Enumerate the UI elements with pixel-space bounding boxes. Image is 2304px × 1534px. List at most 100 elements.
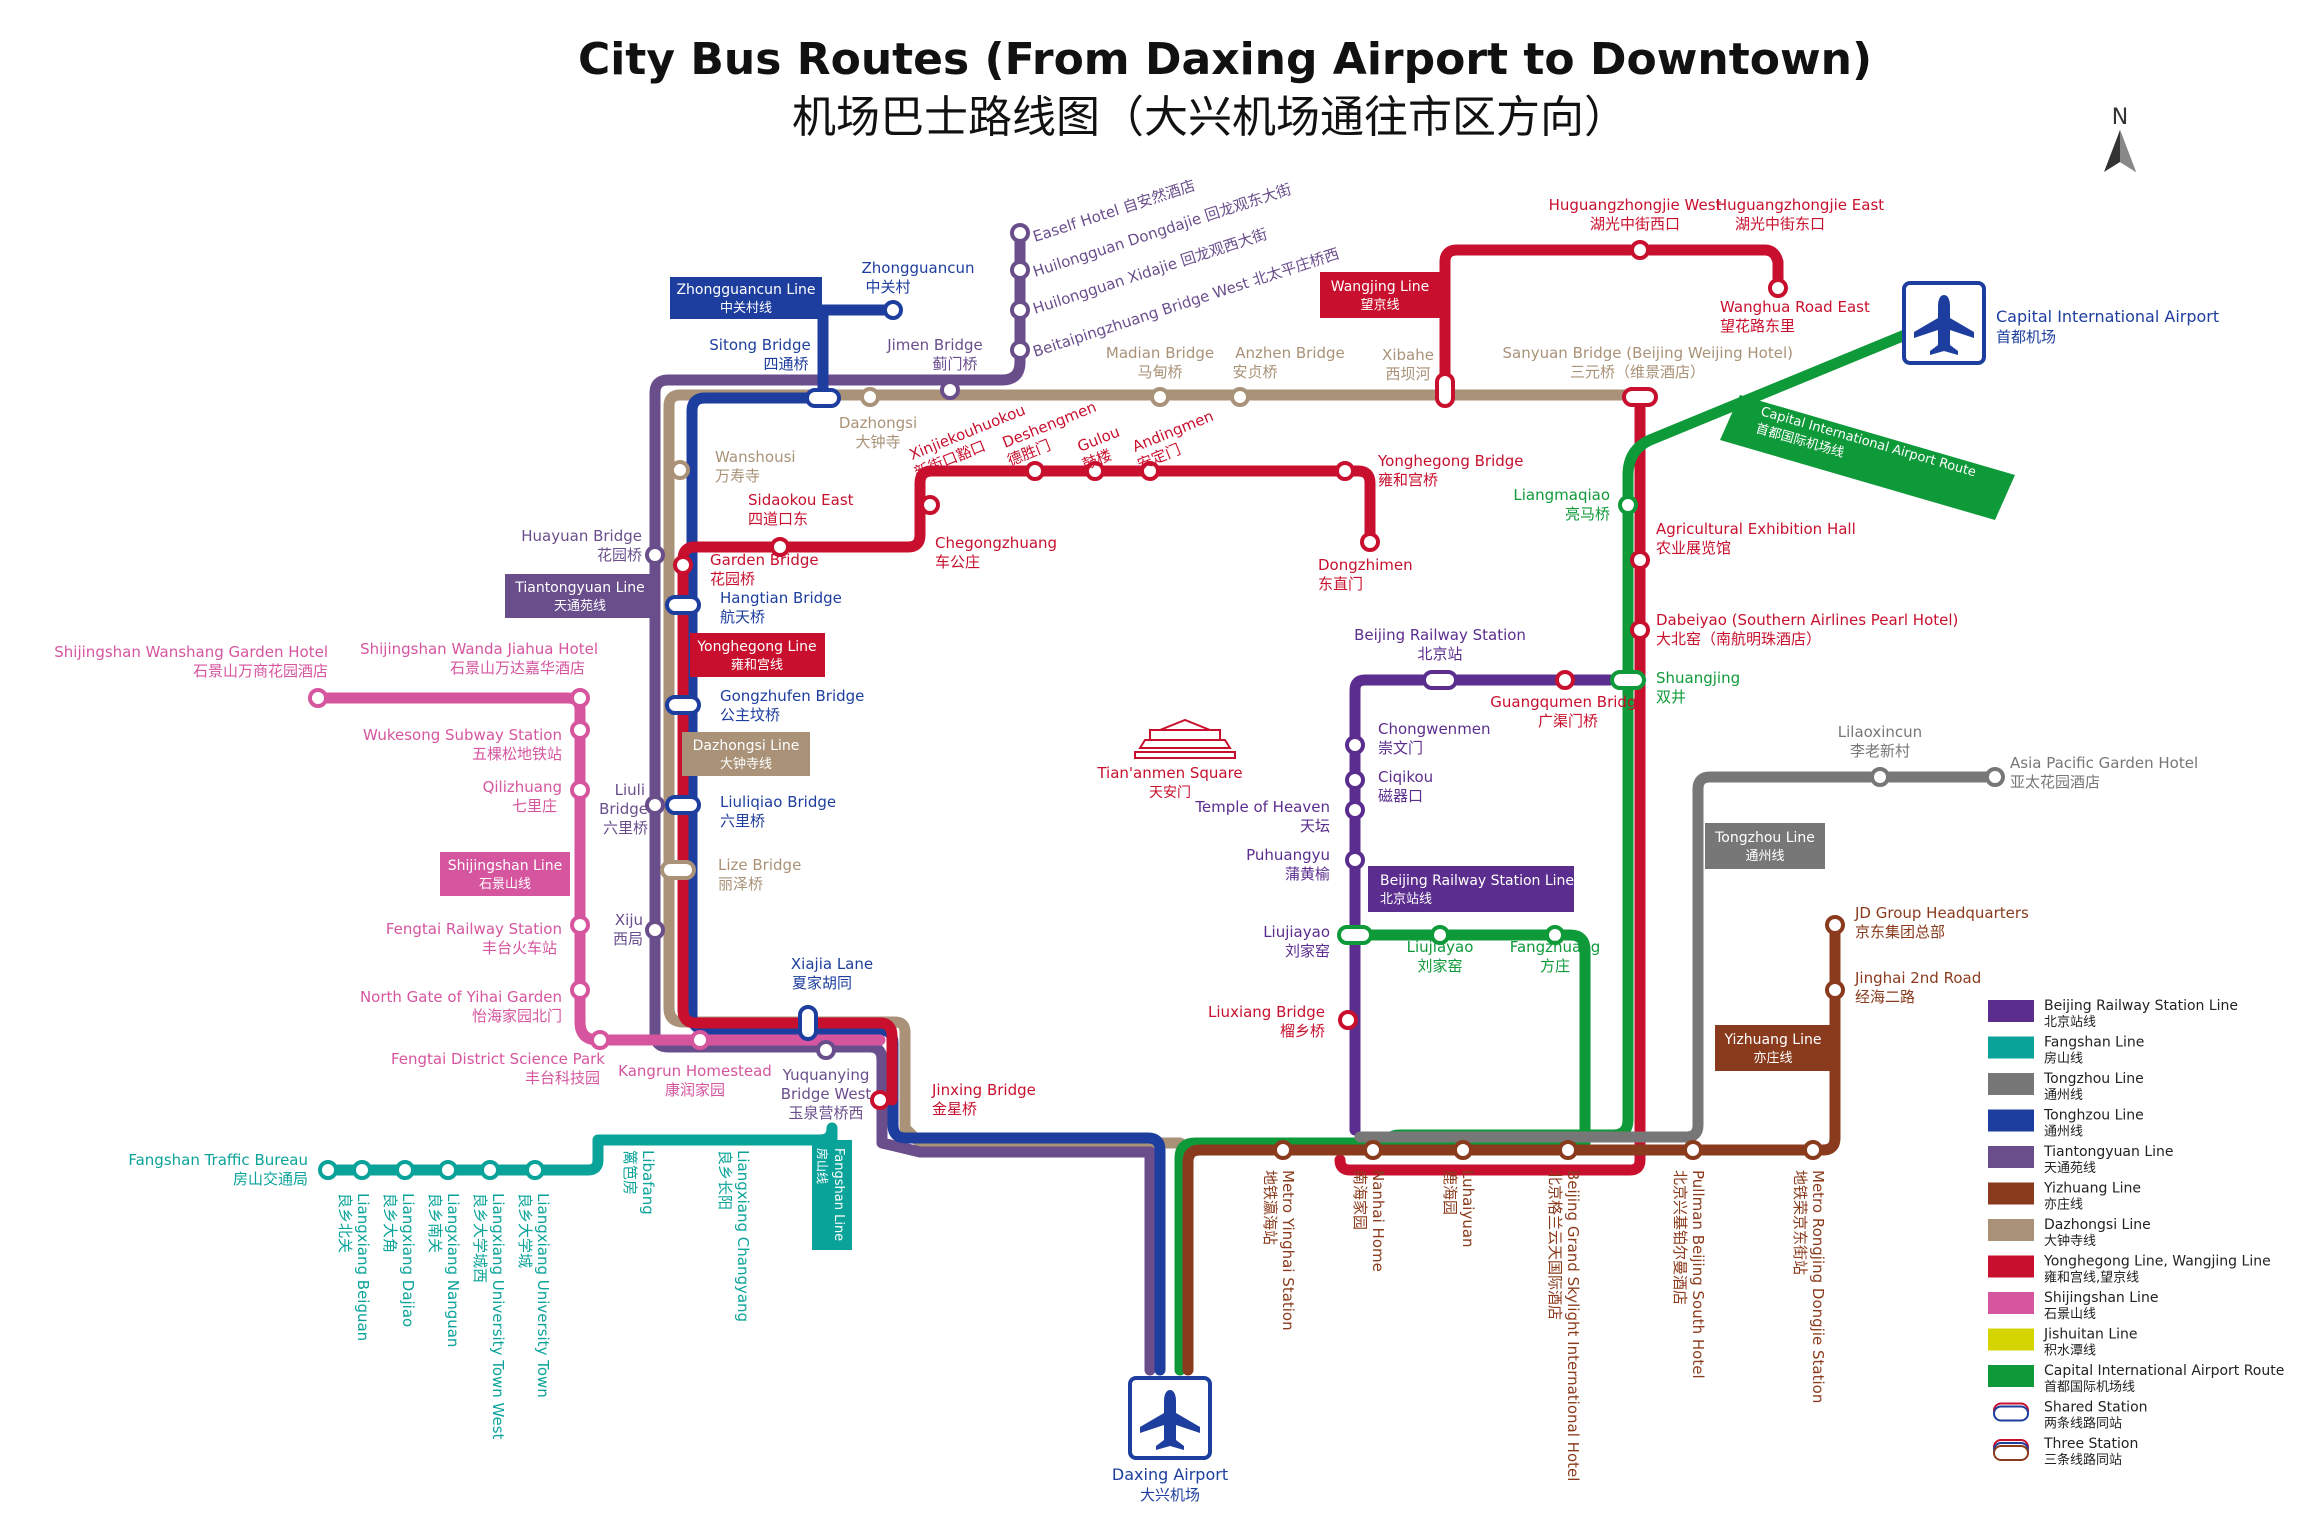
station-marker xyxy=(1422,670,1458,690)
station-label: Shijingshan Wanda Jiahua Hotel xyxy=(360,640,598,658)
station-label: Jinxing Bridge xyxy=(931,1081,1036,1099)
legend-swatch xyxy=(1988,1328,2034,1351)
station-label: Zhongguancun xyxy=(862,259,975,277)
station-marker xyxy=(590,1030,610,1050)
station-label: 四通桥 xyxy=(763,355,808,373)
station-label: 刘家窑 xyxy=(1285,942,1330,960)
line-box-fangshan: Fangshan Line 房山线 xyxy=(812,1140,852,1250)
legend-swatch xyxy=(1988,1182,2034,1205)
station-label: 石景山万商花园酒店 xyxy=(193,662,328,680)
legend-swatch xyxy=(1988,1000,2034,1022)
station-marker xyxy=(1622,387,1658,407)
station-label: Garden Bridge xyxy=(710,551,819,569)
station-label: 花园桥 xyxy=(710,570,755,588)
station-label: 经海二路 xyxy=(1855,988,1915,1006)
station-marker xyxy=(1010,340,1030,360)
station-label: 六里桥 xyxy=(603,819,648,837)
gate-tower-icon xyxy=(1134,718,1236,759)
station-label: Temple of Heaven xyxy=(1194,798,1330,816)
svg-text:Tongzhou Line: Tongzhou Line xyxy=(1714,830,1815,846)
legend-swatch xyxy=(1988,1255,2034,1278)
station-marker xyxy=(1337,925,1373,945)
svg-text:Wangjing Line: Wangjing Line xyxy=(1331,279,1429,295)
station-label: Liangxiang Dajiao xyxy=(399,1193,417,1327)
station-label: Metro Yinghai Station xyxy=(1279,1170,1297,1331)
station-label: Liangxiang University Town West xyxy=(489,1193,507,1440)
legend-label-zh: 首都国际机场线 xyxy=(2044,1380,2135,1395)
station-marker xyxy=(870,1090,890,1110)
station-marker xyxy=(1618,495,1638,515)
legend-swatch xyxy=(1988,1146,2034,1168)
legend-label-en: Tiantongyuan Line xyxy=(2043,1144,2174,1160)
station-marker xyxy=(308,688,328,708)
line-box-wangjing: Wangjing Line 望京线 xyxy=(1320,272,1440,318)
station-label: 南海家园 xyxy=(1351,1170,1369,1230)
svg-text:Yonghegong Line: Yonghegong Line xyxy=(696,639,816,655)
legend-label-en: Beijing Railway Station Line xyxy=(2044,998,2238,1014)
station-marker xyxy=(525,1160,545,1180)
line-box-tongzhou: Tongzhou Line 通州线 xyxy=(1705,823,1825,869)
station-label: Fangzhuang xyxy=(1510,938,1601,956)
station-label: Dongzhimen xyxy=(1318,556,1413,574)
station-label: Bridge xyxy=(599,800,648,818)
station-label: 京东集团总部 xyxy=(1855,923,1945,941)
station-marker xyxy=(1555,670,1575,690)
station-label: Shijingshan Wanshang Garden Hotel xyxy=(54,643,328,661)
station-marker xyxy=(1683,1140,1703,1160)
capital-airport[interactable]: Capital International Airport 首都机场 xyxy=(1902,281,2219,365)
legend-swatch xyxy=(1988,1292,2034,1314)
station-label: 万寿寺 xyxy=(715,467,760,485)
legend-label-zh: 通州线 xyxy=(2044,1125,2083,1140)
legend-label-zh: 亦庄线 xyxy=(2044,1197,2083,1213)
station-label: Luhaiyuan xyxy=(1459,1170,1477,1248)
route-yizhuang xyxy=(1182,919,1841,1376)
svg-text:大兴机场: 大兴机场 xyxy=(1140,1486,1200,1504)
svg-text:Fangshan Line: Fangshan Line xyxy=(831,1148,846,1241)
station-label: 夏家胡同 xyxy=(792,974,852,992)
station-label: 中关村 xyxy=(865,278,910,296)
station-label: Yonghegong Bridge xyxy=(1377,452,1524,470)
station-label: 大钟寺 xyxy=(855,433,900,451)
station-label: Chegongzhuang xyxy=(935,534,1057,552)
svg-text:Shijingshan Line: Shijingshan Line xyxy=(448,858,562,874)
station-marker xyxy=(1025,461,1045,481)
station-marker xyxy=(1150,387,1170,407)
station-label: 怡海家园北门 xyxy=(472,1007,562,1025)
station-marker xyxy=(940,380,960,400)
station-marker xyxy=(1010,300,1030,320)
station-marker xyxy=(805,388,841,408)
station-label: 李老新村 xyxy=(1850,742,1910,760)
legend-label-en: Yonghegong Line, Wangjing Line xyxy=(2043,1254,2271,1270)
station-markers xyxy=(308,223,2005,1180)
map-legend: Beijing Railway Station Line北京站线Fangshan… xyxy=(1988,998,2284,1468)
line-box-zhongguancun: Zhongguancun Line 中关村线 xyxy=(670,277,822,319)
daxing-airport[interactable]: Daxing Airport 大兴机场 xyxy=(1112,1376,1228,1504)
station-label: 车公庄 xyxy=(935,553,980,571)
legend-label-zh: 两条线路同站 xyxy=(2044,1416,2122,1432)
station-label: 大北窑（南航明珠酒店） xyxy=(1656,630,1821,648)
legend-label-en: Tongzhou Line xyxy=(2043,1071,2144,1087)
station-label: 北京兴基铂尔曼酒店 xyxy=(1671,1170,1689,1305)
station-marker xyxy=(570,980,590,1000)
svg-text:Dazhongsi Line: Dazhongsi Line xyxy=(693,738,800,754)
station-marker xyxy=(1338,1010,1358,1030)
legend-swatch xyxy=(1988,1036,2034,1059)
legend-label-en: Shared Station xyxy=(2044,1400,2148,1416)
station-marker xyxy=(1558,1140,1578,1160)
station-label: 丰台火车站 xyxy=(482,939,557,957)
station-marker xyxy=(570,780,590,800)
station-marker xyxy=(665,795,701,815)
line-box-yizhuang: Yizhuang Line 亦庄线 xyxy=(1715,1025,1831,1071)
station-marker xyxy=(438,1160,458,1180)
station-label: 蓟门桥 xyxy=(932,355,977,373)
svg-text:石景山线: 石景山线 xyxy=(479,877,531,892)
station-label: 湖光中街西口 xyxy=(1590,215,1680,233)
station-label: 四道口东 xyxy=(748,510,808,528)
station-label: 良乡长阳 xyxy=(716,1150,734,1210)
legend-label-en: Tonghzou Line xyxy=(2043,1108,2144,1124)
station-label: 金星桥 xyxy=(932,1100,977,1118)
station-label: 西局 xyxy=(613,930,643,948)
station-label: Ciqikou xyxy=(1378,768,1433,786)
station-label: 良乡大学城 xyxy=(516,1193,534,1268)
